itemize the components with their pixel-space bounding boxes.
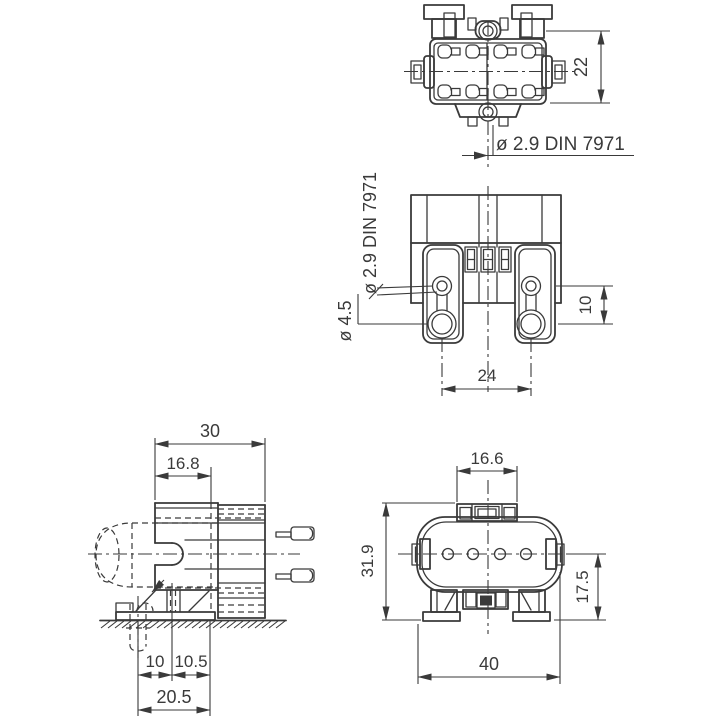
back-view-body [410, 186, 562, 392]
view-front: 16.6 31.9 17.5 40 [358, 449, 606, 684]
screw-note-top: ø 2.9 DIN 7971 [462, 125, 634, 160]
dim-axis-height-17-5: 17.5 [554, 553, 606, 621]
dim-label-16-8: 16.8 [166, 454, 199, 473]
screw-note-label: ø 2.9 DIN 7971 [496, 134, 625, 155]
dim-label-24: 24 [478, 366, 497, 385]
mounting-surface [99, 619, 287, 629]
dim-label-22: 22 [571, 57, 591, 77]
hole-dia-label: ø 4.5 [335, 300, 355, 341]
dim-tab-width-16-6: 16.6 [456, 449, 518, 502]
dim-label-16-6: 16.6 [470, 449, 503, 468]
dim-overall-width-40: 40 [417, 572, 561, 684]
dim-label-10-back: 10 [576, 296, 595, 315]
front-view-body [411, 503, 565, 622]
dim-label-40: 40 [479, 654, 499, 674]
dim-front-depth-16-8: 16.8 [154, 454, 212, 503]
screw-note-back-label: ø 2.9 DIN 7971 [360, 172, 380, 294]
top-view-centerlines [404, 21, 575, 167]
view-side: 30 16.8 10 10.5 20.5 [88, 421, 315, 716]
dim-overall-depth-30: 30 [154, 421, 266, 502]
dim-label-30: 30 [200, 421, 220, 441]
lamp-tube-hidden [88, 522, 300, 588]
view-top: 22 ø 2.9 DIN 7971 [404, 4, 634, 167]
dim-overall-height-31-9: 31.9 [358, 502, 455, 621]
dim-label-20-5: 20.5 [156, 687, 191, 707]
view-back: ø 2.9 DIN 7971 ø 4.5 10 24 [335, 172, 613, 396]
dim-hole-pitch-24: 24 [441, 338, 532, 396]
dim-label-31-9: 31.9 [358, 544, 377, 577]
screw-note-back: ø 2.9 DIN 7971 [360, 172, 438, 300]
mounting-bracket [115, 579, 216, 621]
wire-terminals [275, 526, 315, 583]
dim-hole-gap-10: 10 [556, 285, 613, 325]
dim-height-22: 22 [546, 30, 610, 104]
front-view-centerlines [398, 480, 585, 634]
dim-label-10-side: 10 [146, 652, 165, 671]
hole-dia-note: ø 4.5 [335, 294, 428, 342]
dim-feet-10-10-5-20-5: 10 10.5 20.5 [137, 583, 211, 716]
dim-label-17-5: 17.5 [573, 570, 592, 603]
dim-label-10-5: 10.5 [174, 652, 207, 671]
